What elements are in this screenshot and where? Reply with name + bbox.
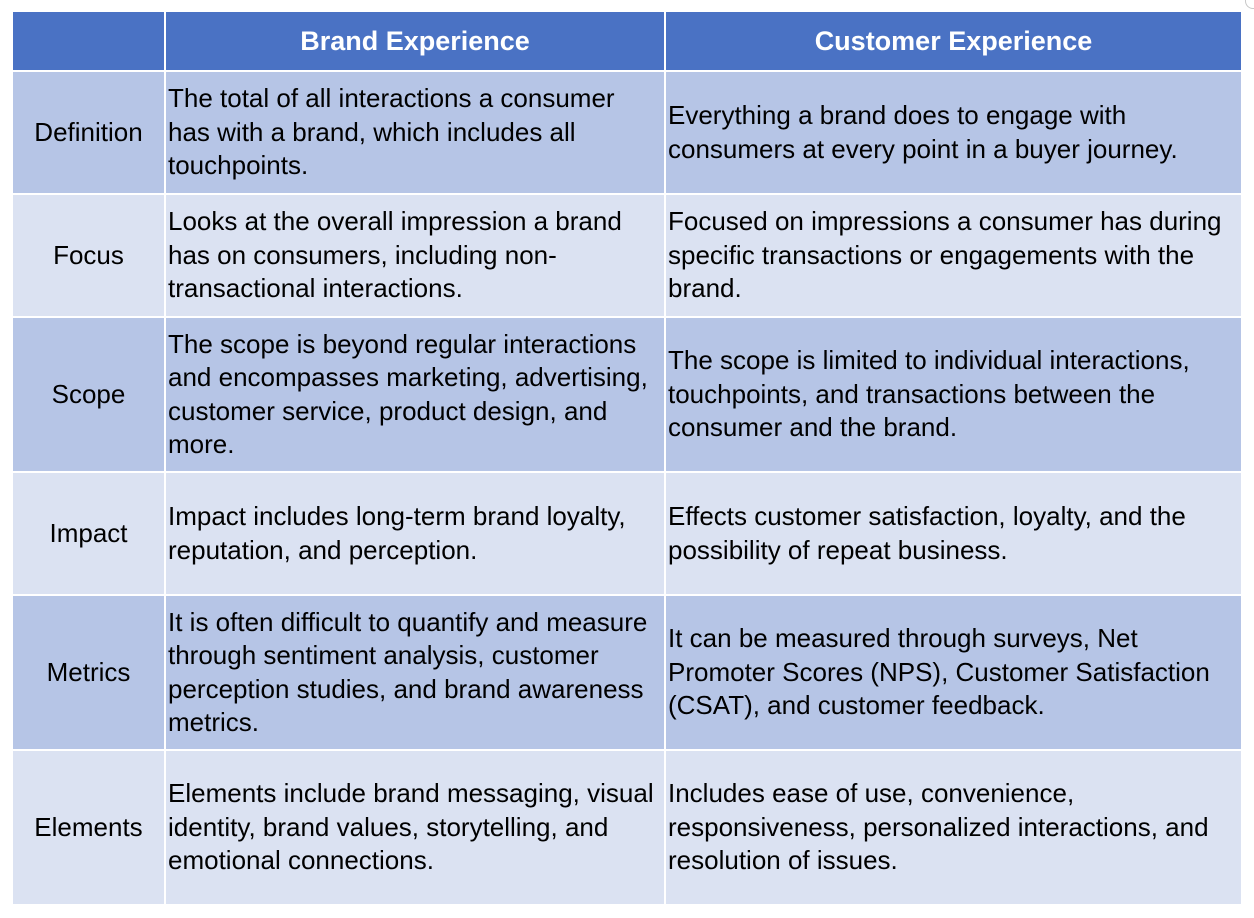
table-row: Focus Looks at the overall impression a … [11, 193, 1243, 318]
brand-cell-focus: Looks at the overall impression a brand … [164, 193, 666, 318]
table-row: Impact Impact includes long-term brand l… [11, 471, 1243, 596]
brand-cell-elements: Elements include brand messaging, visual… [164, 749, 666, 906]
customer-cell-impact: Effects customer satisfaction, loyalty, … [664, 471, 1243, 596]
customer-cell-focus: Focused on impressions a consumer has du… [664, 193, 1243, 318]
row-label-scope: Scope [11, 316, 166, 473]
comparison-table: Brand Experience Customer Experience Def… [11, 10, 1243, 906]
corner-decoration [1245, 0, 1254, 9]
header-brand-experience: Brand Experience [164, 10, 666, 72]
table-row: Elements Elements include brand messagin… [11, 749, 1243, 906]
row-label-elements: Elements [11, 749, 166, 906]
brand-cell-scope: The scope is beyond regular interactions… [164, 316, 666, 473]
row-label-impact: Impact [11, 471, 166, 596]
row-label-focus: Focus [11, 193, 166, 318]
row-label-definition: Definition [11, 70, 166, 195]
customer-cell-definition: Everything a brand does to engage with c… [664, 70, 1243, 195]
table-row: Metrics It is often difficult to quantif… [11, 594, 1243, 751]
brand-cell-definition: The total of all interactions a consumer… [164, 70, 666, 195]
customer-cell-scope: The scope is limited to individual inter… [664, 316, 1243, 473]
row-label-metrics: Metrics [11, 594, 166, 751]
brand-cell-metrics: It is often difficult to quantify and me… [164, 594, 666, 751]
brand-cell-impact: Impact includes long-term brand loyalty,… [164, 471, 666, 596]
table-row: Definition The total of all interactions… [11, 70, 1243, 195]
header-row: Brand Experience Customer Experience [11, 10, 1243, 72]
customer-cell-elements: Includes ease of use, convenience, respo… [664, 749, 1243, 906]
header-corner [11, 10, 166, 72]
customer-cell-metrics: It can be measured through surveys, Net … [664, 594, 1243, 751]
header-customer-experience: Customer Experience [664, 10, 1243, 72]
table-row: Scope The scope is beyond regular intera… [11, 316, 1243, 473]
